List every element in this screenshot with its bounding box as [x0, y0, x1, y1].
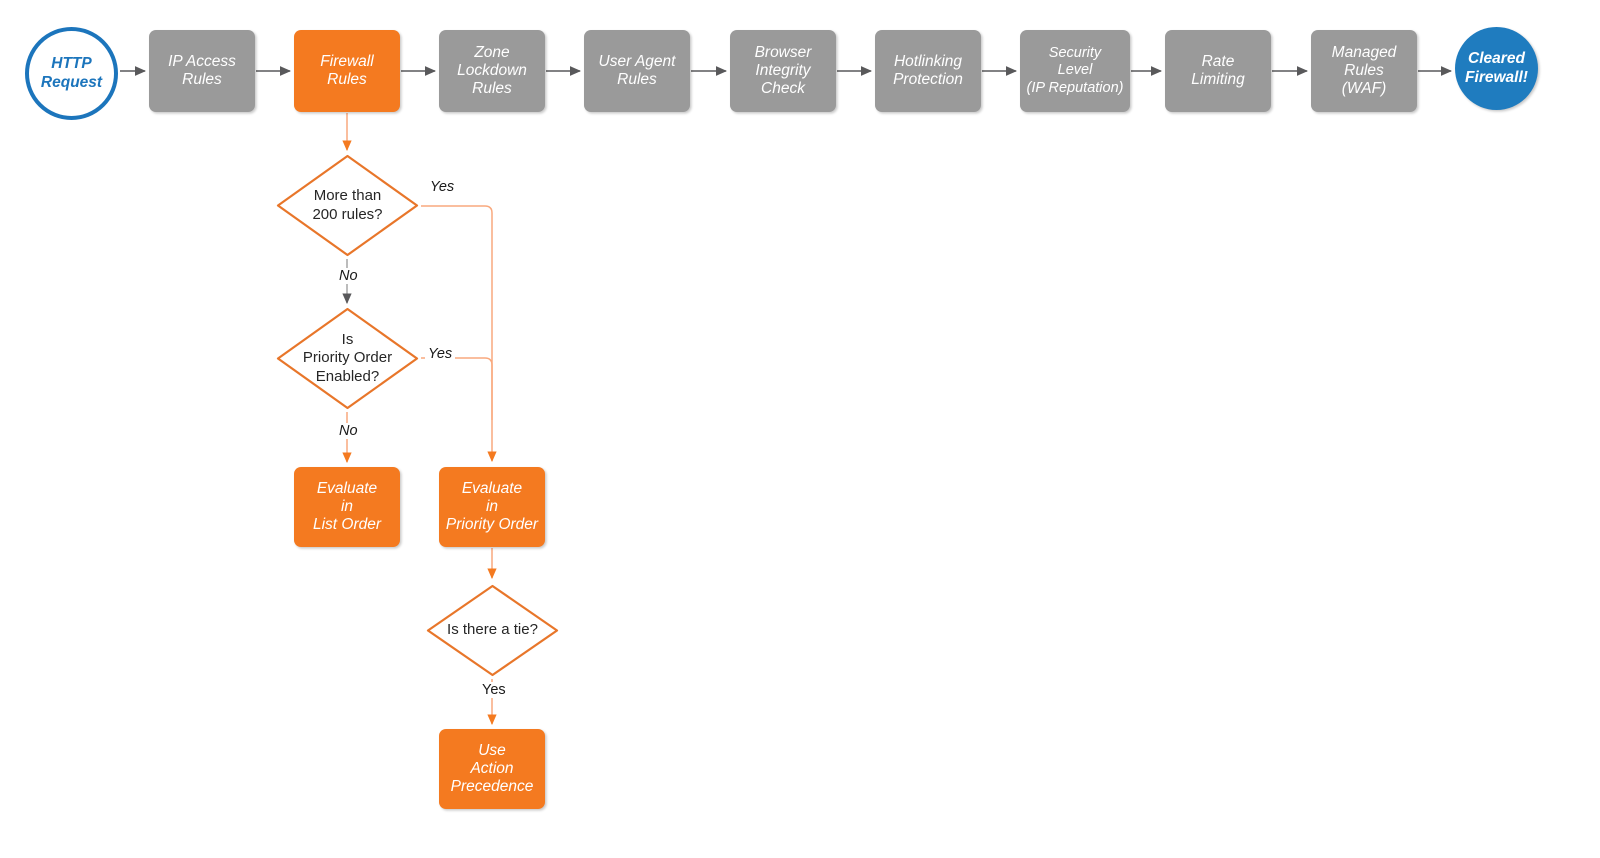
node-rate-limiting[interactable]: Rate Limiting: [1165, 30, 1271, 112]
node-zone-lockdown-rules-label: Zone Lockdown Rules: [457, 43, 527, 98]
node-managed-rules-waf[interactable]: Managed Rules (WAF): [1311, 30, 1417, 112]
node-zone-lockdown-rules[interactable]: Zone Lockdown Rules: [439, 30, 545, 112]
node-user-agent-rules[interactable]: User Agent Rules: [584, 30, 690, 112]
diamond-shape: [276, 307, 419, 410]
node-evaluate-in-list-order[interactable]: Evaluate in List Order: [294, 467, 400, 547]
node-browser-integrity-check-label: Browser Integrity Check: [754, 43, 812, 98]
edge-label-text: No: [339, 268, 358, 284]
node-use-action-precedence[interactable]: Use Action Precedence: [439, 729, 545, 809]
node-managed-rules-waf-label: Managed Rules (WAF): [1331, 43, 1397, 98]
node-firewall-rules[interactable]: Firewall Rules: [294, 30, 400, 112]
edge-label-text: Yes: [430, 179, 455, 195]
node-is-there-a-tie-label: Is there a tie?: [447, 621, 538, 639]
edge-label-no-more-than-200: No: [336, 268, 361, 284]
diamond-shape: [276, 154, 419, 257]
node-hotlinking-protection[interactable]: Hotlinking Protection: [875, 30, 981, 112]
node-cleared-firewall[interactable]: Cleared Firewall!: [1455, 27, 1538, 110]
node-is-priority-order-enabled[interactable]: Is Priority Order Enabled?: [275, 306, 420, 411]
node-evaluate-in-priority-order[interactable]: Evaluate in Priority Order: [439, 467, 545, 547]
node-rate-limiting-label: Rate Limiting: [1191, 52, 1245, 88]
edge-label-text: Yes: [428, 346, 453, 362]
node-http-request[interactable]: HTTP Request: [25, 27, 118, 120]
edge-label-no-priority-order: No: [336, 423, 361, 439]
edge-decision2-yes-to-priority: [421, 357, 493, 420]
node-use-action-precedence-label: Use Action Precedence: [450, 741, 534, 796]
node-firewall-rules-label: Firewall Rules: [320, 52, 374, 88]
node-is-there-a-tie[interactable]: Is there a tie?: [425, 583, 560, 678]
diamond-shape: [426, 584, 559, 677]
node-more-than-200-rules[interactable]: More than 200 rules?: [275, 153, 420, 258]
node-cleared-firewall-label: Cleared Firewall!: [1465, 50, 1528, 86]
node-security-level-label: Security Level (IP Reputation): [1026, 45, 1124, 96]
node-evaluate-in-priority-order-label: Evaluate in Priority Order: [445, 479, 539, 534]
edge-label-yes-priority-order: Yes: [425, 346, 456, 362]
node-ip-access-rules[interactable]: IP Access Rules: [149, 30, 255, 112]
node-browser-integrity-check[interactable]: Browser Integrity Check: [730, 30, 836, 112]
node-is-priority-order-enabled-label: Is Priority Order Enabled?: [302, 331, 393, 385]
edge-label-yes-tie: Yes: [479, 682, 509, 698]
edge-decision1-yes-to-priority: [421, 205, 497, 463]
edge-label-text: Yes: [482, 682, 506, 698]
edge-label-yes-more-than-200: Yes: [427, 179, 458, 195]
node-ip-access-rules-label: IP Access Rules: [168, 52, 236, 88]
node-more-than-200-rules-label: More than 200 rules?: [312, 187, 383, 223]
edge-label-text: No: [339, 423, 358, 439]
node-http-request-label: HTTP Request: [40, 55, 103, 91]
node-user-agent-rules-label: User Agent Rules: [598, 52, 676, 88]
node-hotlinking-protection-label: Hotlinking Protection: [893, 52, 963, 88]
node-evaluate-in-list-order-label: Evaluate in List Order: [312, 479, 382, 534]
node-security-level[interactable]: Security Level (IP Reputation): [1020, 30, 1130, 112]
